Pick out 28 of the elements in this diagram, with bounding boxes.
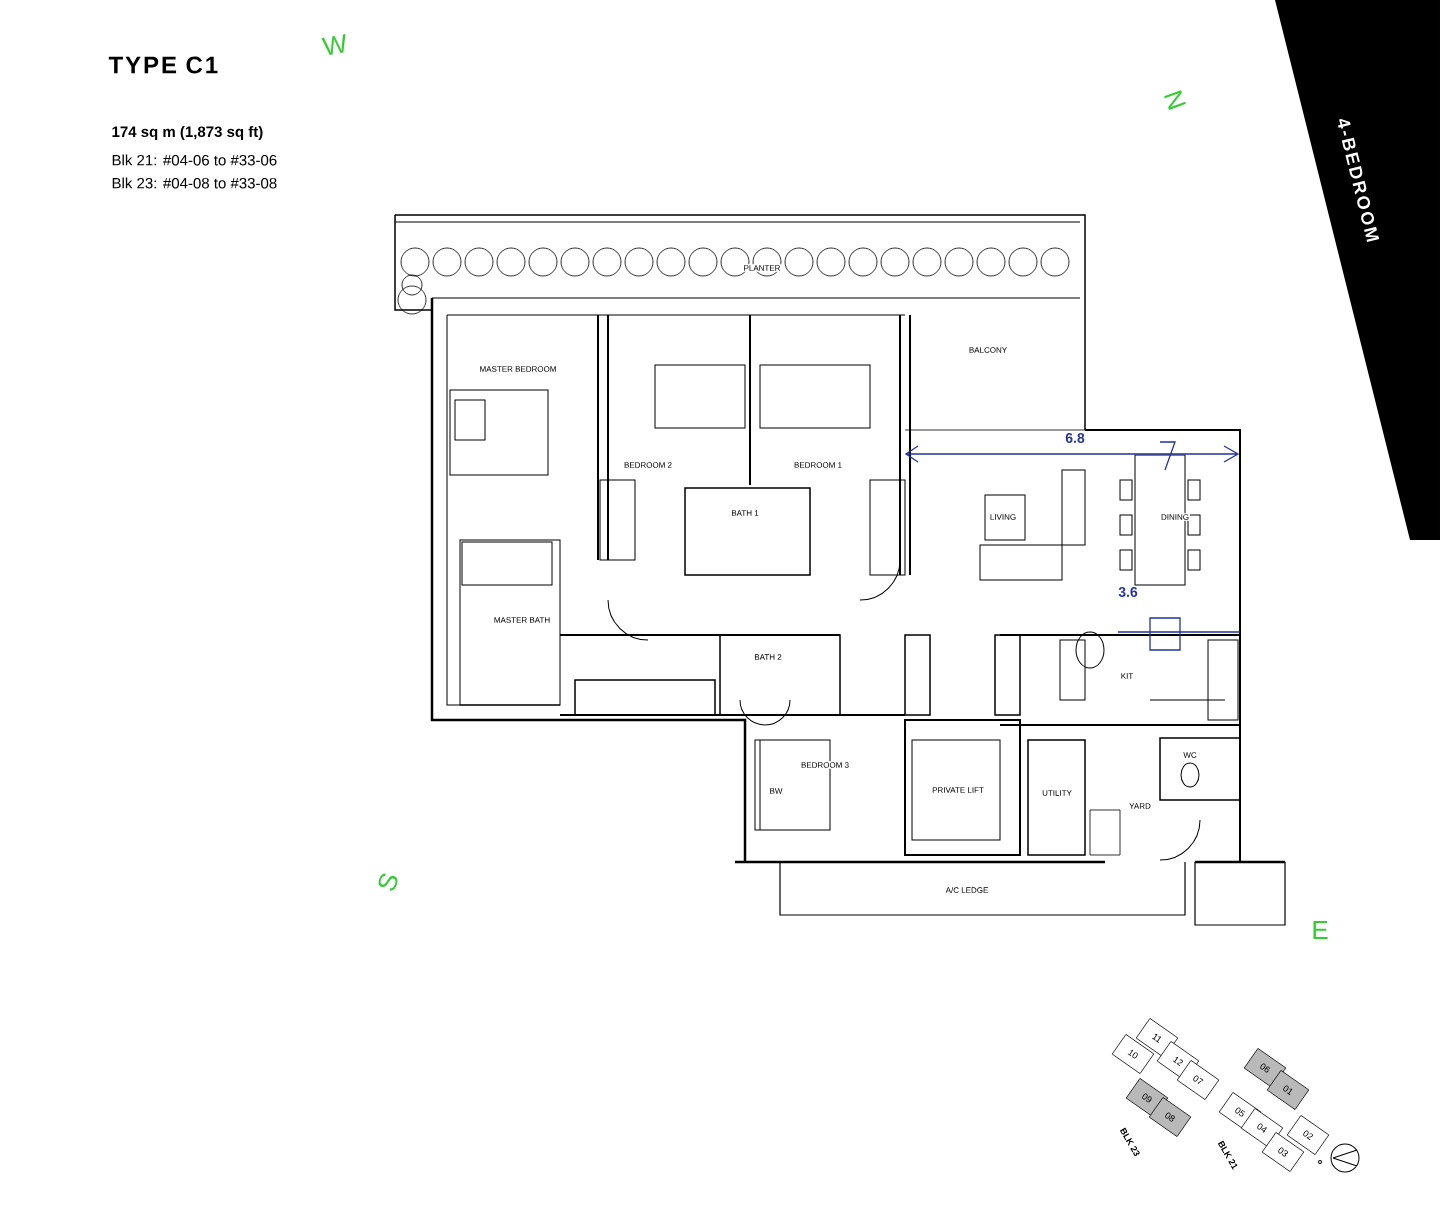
room-label: LIVING (988, 513, 1018, 521)
room-label: DINING (1160, 513, 1190, 521)
room-label: BEDROOM 1 (793, 461, 843, 469)
room-label: PLANTER (742, 264, 782, 272)
room-label: A/C LEDGE (944, 886, 990, 894)
handwritten-number: 6.8 (1065, 433, 1085, 443)
handwritten-letter: W (321, 34, 346, 55)
room-label: BATH 2 (753, 653, 783, 661)
handwritten-number: 3.6 (1118, 587, 1138, 597)
area-text: 174 sq m (1,873 sq ft) (112, 126, 263, 140)
room-label: BEDROOM 3 (800, 761, 850, 769)
room-label: BW (768, 787, 784, 795)
room-label: YARD (1128, 802, 1152, 810)
handwritten-letter: E (1313, 921, 1328, 939)
room-label: BALCONY (967, 346, 1009, 354)
room-label: PRIVATE LIFT (931, 786, 985, 794)
room-label: UTILITY (1041, 789, 1073, 797)
block-text: Blk 23: #04-08 to #33-08 (112, 177, 277, 189)
handwritten-letter: N (1164, 90, 1186, 110)
room-label: MASTER BATH (492, 616, 552, 624)
handwritten-letter: S (378, 873, 398, 891)
block-text: Blk 21: #04-06 to #33-06 (112, 154, 277, 166)
room-label: KIT (1119, 672, 1135, 680)
room-label: MASTER BEDROOM (478, 365, 558, 373)
title: TYPE C1 (108, 56, 218, 74)
room-label: BATH 1 (730, 509, 760, 517)
room-label: WC (1182, 751, 1198, 759)
room-label: BEDROOM 2 (623, 461, 673, 469)
